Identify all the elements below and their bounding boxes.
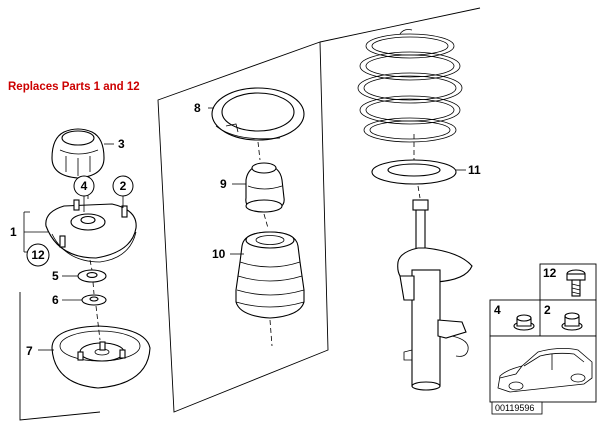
panel-frame-left [19, 292, 101, 421]
callout-4-circle [73, 175, 95, 197]
panel-frame-middle [157, 41, 329, 413]
callout-6: 6 [52, 293, 59, 307]
callout-3: 3 [118, 137, 125, 151]
part-1-top-mount [45, 199, 137, 263]
catalog-number-box [491, 401, 543, 415]
callouts: 3 4 2 1 12 5 6 7 8 9 10 11 [10, 101, 481, 358]
panel-frame-right-top [319, 7, 481, 43]
callout-5: 5 [52, 269, 59, 283]
bolt-icon [566, 269, 586, 297]
part-11-lower-spring-pad [371, 159, 457, 185]
part-9-bump-stop [245, 162, 285, 213]
replacement-note: Replaces Parts 1 and 12 [8, 81, 140, 93]
part-7-spring-seat [51, 325, 151, 389]
inset-callout-2: 2 [544, 303, 551, 317]
part-10-dust-boot [235, 231, 305, 319]
middle-assembly-axis [257, 141, 273, 347]
left-assembly-axis [87, 178, 101, 341]
callout-2-circle [112, 175, 134, 197]
callout-1: 1 [10, 225, 17, 239]
panel-frames [19, 7, 481, 421]
part-5-washer [77, 269, 107, 283]
callout-2: 2 [120, 179, 127, 193]
inset-row-nuts [489, 299, 597, 337]
callout-8: 8 [194, 101, 201, 115]
callout-12-circle [26, 243, 50, 267]
inset-cell-12 [539, 263, 597, 301]
callout-9: 9 [220, 177, 227, 191]
callout-11: 11 [468, 163, 481, 177]
callout-10: 10 [212, 247, 226, 261]
part-6-washer [81, 294, 107, 306]
shock-absorber-strut [397, 199, 473, 391]
callout-12: 12 [31, 248, 45, 262]
coil-spring [357, 29, 463, 143]
part-8-spring-pad [211, 87, 305, 141]
catalog-number: 00119596 [495, 403, 534, 413]
leader-lines [23, 107, 466, 351]
hex-nut-icon [561, 312, 583, 331]
callout-7: 7 [26, 344, 33, 358]
inset-callout-4: 4 [494, 303, 501, 317]
parts-inset: 12 4 2 [489, 263, 597, 403]
callout-4: 4 [81, 179, 88, 193]
flange-nut-icon [513, 314, 535, 331]
right-assembly-axis [413, 134, 421, 199]
inset-vehicle-cell [489, 335, 597, 403]
vehicle-silhouette [497, 348, 593, 393]
part-3-mount-cap [51, 128, 105, 179]
inset-callout-12: 12 [543, 266, 557, 280]
